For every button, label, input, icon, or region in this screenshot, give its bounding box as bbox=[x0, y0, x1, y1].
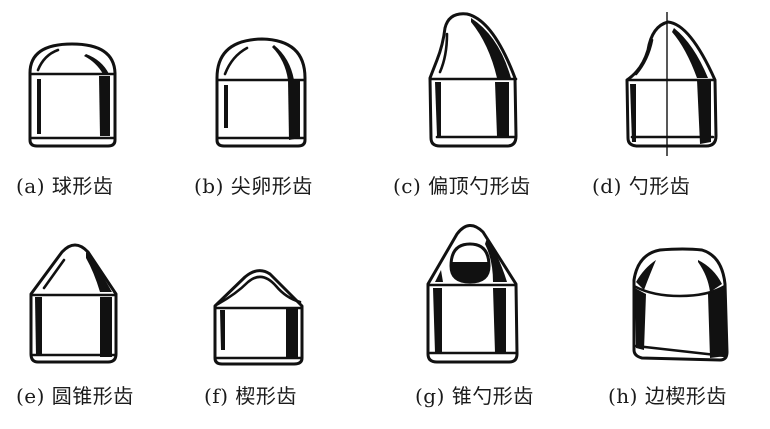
sharp-ovoid-tooth-drawing bbox=[215, 37, 307, 148]
spherical-tooth-drawing bbox=[28, 42, 117, 148]
figure-f-wedge-tooth: (f) 楔形齿 bbox=[190, 210, 385, 429]
offset-top-scoop-tooth-drawing bbox=[428, 12, 518, 148]
caption-a: (a) 球形齿 bbox=[16, 174, 114, 198]
caption-f: (f) 楔形齿 bbox=[204, 384, 297, 408]
figure-g-cone-scoop-tooth: (g) 锥勺形齿 bbox=[385, 210, 580, 429]
figure-b-sharp-ovoid-tooth: (b) 尖卵形齿 bbox=[190, 0, 385, 200]
figure-a-spherical-tooth: (a) 球形齿 bbox=[0, 0, 190, 200]
edge-wedge-tooth-drawing bbox=[632, 247, 729, 362]
scoop-tooth-drawing bbox=[625, 12, 718, 156]
cone-scoop-tooth-drawing bbox=[426, 224, 519, 364]
caption-b: (b) 尖卵形齿 bbox=[194, 174, 313, 198]
figure-d-scoop-tooth: (d) 勺形齿 bbox=[580, 0, 770, 200]
caption-h: (h) 边楔形齿 bbox=[608, 384, 727, 408]
caption-g: (g) 锥勺形齿 bbox=[415, 384, 534, 408]
caption-c: (c) 偏顶勺形齿 bbox=[393, 174, 531, 198]
caption-d: (d) 勺形齿 bbox=[592, 174, 691, 198]
conical-tooth-drawing bbox=[29, 243, 118, 364]
figure-h-edge-wedge-tooth: (h) 边楔形齿 bbox=[580, 210, 770, 429]
wedge-tooth-drawing bbox=[213, 269, 304, 366]
figure-e-conical-tooth: (e) 圆锥形齿 bbox=[0, 210, 190, 429]
caption-e: (e) 圆锥形齿 bbox=[16, 384, 134, 408]
figure-c-offset-top-scoop-tooth: (c) 偏顶勺形齿 bbox=[385, 0, 580, 200]
